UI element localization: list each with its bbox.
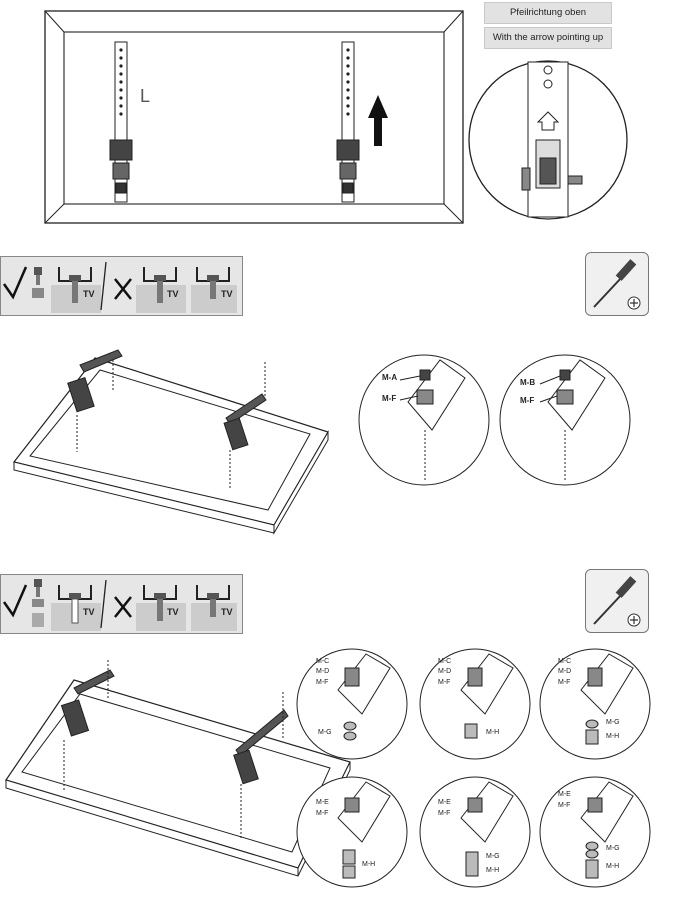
part-label-mh: M-H xyxy=(486,867,500,874)
part-label-mf: M-F xyxy=(438,810,451,817)
up-arrow-icon xyxy=(368,95,388,146)
part-label-mc: M-C xyxy=(316,658,330,665)
right-bracket xyxy=(336,41,360,203)
screwdriver-tool-box xyxy=(585,252,649,316)
screw-spacer-icon xyxy=(32,579,44,627)
part-label-mf: M-F xyxy=(316,679,329,686)
screw-guide-panel-1: TV TV TV xyxy=(0,256,243,316)
part-label-md: M-D xyxy=(438,668,452,675)
left-bracket xyxy=(109,41,133,203)
tv-label: TV xyxy=(221,289,233,299)
part-label-mg: M-G xyxy=(486,853,500,860)
bracket-arrow-icon xyxy=(536,111,560,131)
tv-label: TV xyxy=(83,289,95,299)
tv-screw-wrong-2 xyxy=(191,267,237,313)
tv-mount-step2 xyxy=(12,349,631,535)
tv-screw-correct xyxy=(51,267,101,313)
part-label-mf: M-F xyxy=(382,394,397,403)
tv-label: TV xyxy=(221,607,233,617)
part-label-mf: M-F xyxy=(316,810,329,817)
screwdriver-icon xyxy=(593,276,623,308)
arrow-direction-en: With the arrow pointing up xyxy=(484,27,612,49)
part-label-mh: M-H xyxy=(486,729,500,736)
part-label-md: M-D xyxy=(558,668,572,675)
phillips-icon xyxy=(630,299,638,307)
cross-icon xyxy=(114,596,132,618)
screwdriver-icon xyxy=(593,593,623,625)
tv-back-diagram xyxy=(44,10,628,224)
part-label-me: M-E xyxy=(558,791,571,798)
part-label-mc: M-C xyxy=(438,658,452,665)
check-icon xyxy=(2,266,28,300)
tv-mount-step3 xyxy=(5,648,651,888)
screwdriver-tool-box xyxy=(585,569,649,633)
part-label-mg: M-G xyxy=(606,719,620,726)
part-label-mh: M-H xyxy=(606,733,620,740)
part-label-mc: M-C xyxy=(558,658,572,665)
part-label-mf: M-F xyxy=(558,802,571,809)
tv-screw-wrong-1 xyxy=(136,585,186,631)
tv-screw-wrong-1 xyxy=(136,267,186,313)
part-label-mh: M-H xyxy=(606,863,620,870)
part-label-me: M-E xyxy=(316,799,329,806)
side-letter: L xyxy=(140,86,151,106)
part-label-md: M-D xyxy=(316,668,330,675)
part-label-mh: M-H xyxy=(362,861,376,868)
cross-icon xyxy=(114,278,132,300)
part-label-mf: M-F xyxy=(520,396,535,405)
part-label-ma: M-A xyxy=(382,373,398,382)
tv-label: TV xyxy=(167,607,179,617)
screw-washer-icon xyxy=(32,267,44,298)
tv-screw-correct xyxy=(51,585,101,631)
part-label-mb: M-B xyxy=(520,378,536,387)
arrow-direction-de: Pfeilrichtung oben xyxy=(484,2,612,24)
phillips-icon xyxy=(630,616,638,624)
part-label-mf: M-F xyxy=(438,679,451,686)
screw-guide-panel-2: TV TV TV xyxy=(0,574,243,634)
tv-screw-wrong-2 xyxy=(191,585,237,631)
part-label-mg: M-G xyxy=(606,845,620,852)
tv-label: TV xyxy=(167,289,179,299)
part-label-me: M-E xyxy=(438,799,451,806)
part-label-mf: M-F xyxy=(558,679,571,686)
tv-label: TV xyxy=(83,607,95,617)
check-icon xyxy=(2,584,28,618)
part-label-mg: M-G xyxy=(318,729,332,736)
